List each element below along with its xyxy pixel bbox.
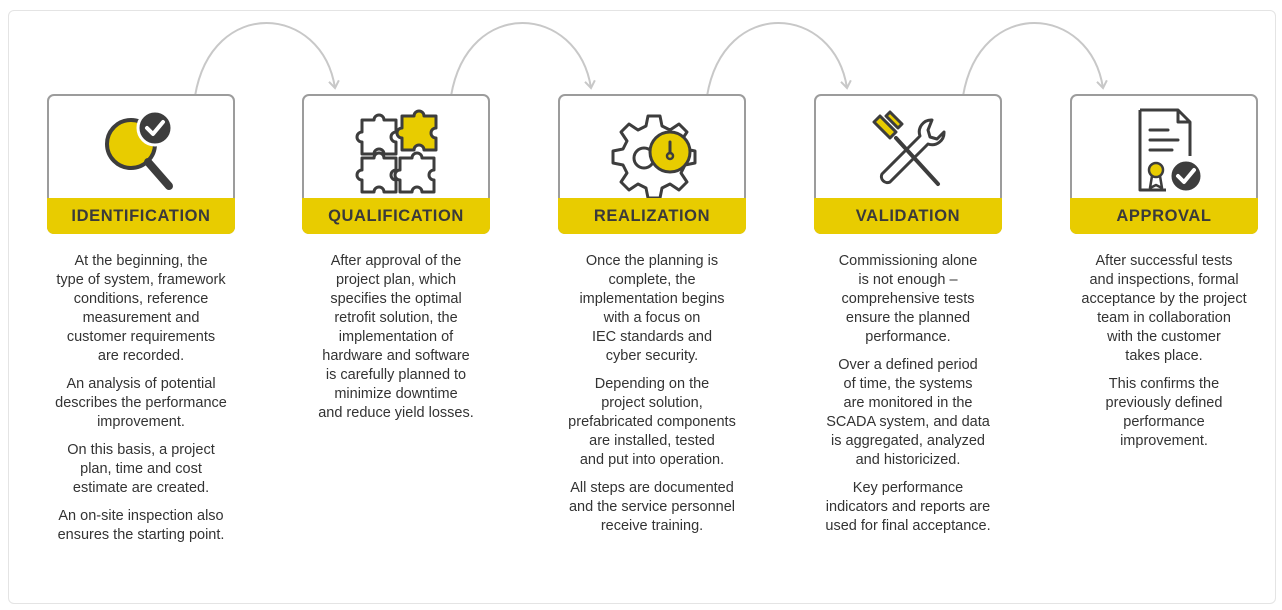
line: IEC standards and xyxy=(591,329,713,345)
step-description: Once the planning is complete, the imple… xyxy=(558,252,746,536)
paragraph: On this basis, a project plan, time and … xyxy=(47,441,235,498)
line: customer requirements xyxy=(66,329,216,345)
line: minimize downtime xyxy=(334,386,458,402)
line: An analysis of potential xyxy=(66,376,216,392)
line: Once the planning is xyxy=(585,253,719,269)
tools-icon xyxy=(872,110,946,186)
step-title: VALIDATION xyxy=(814,198,1002,234)
line: are installed, tested xyxy=(589,433,715,449)
line: and inspections, formal xyxy=(1089,272,1239,288)
line: comprehensive tests xyxy=(841,291,975,307)
line: After successful tests xyxy=(1095,253,1233,269)
line: improvement. xyxy=(97,414,185,430)
line: ensure the planned xyxy=(845,310,971,326)
line: ensures the starting point. xyxy=(57,527,225,543)
line: type of system, framework xyxy=(56,272,226,288)
line: describes the performance xyxy=(55,395,227,411)
step-description: At the beginning, the type of system, fr… xyxy=(47,252,235,545)
line: performance. xyxy=(865,329,951,345)
line: Key performance xyxy=(852,480,964,496)
line: and historicized. xyxy=(855,452,961,468)
paragraph: At the beginning, the type of system, fr… xyxy=(47,252,235,366)
line: plan, time and cost xyxy=(80,461,202,477)
line: with a focus on xyxy=(603,310,701,326)
gear-clock-icon xyxy=(611,114,697,200)
line: improvement. xyxy=(1120,433,1208,449)
certificate-check-icon xyxy=(1138,108,1204,194)
step-description: After successful tests and inspections, … xyxy=(1070,252,1258,451)
line: acceptance by the project xyxy=(1081,291,1247,307)
puzzle-icon xyxy=(355,109,438,194)
step-realization: REALIZATION Once the planning is complet… xyxy=(558,94,746,545)
step-card: VALIDATION xyxy=(814,94,1002,234)
paragraph: All steps are documented and the service… xyxy=(558,479,746,536)
step-card: REALIZATION xyxy=(558,94,746,234)
line: estimate are created. xyxy=(72,480,210,496)
step-qualification: QUALIFICATION After approval of the proj… xyxy=(302,94,490,432)
line: retrofit solution, the xyxy=(334,310,458,326)
line: indicators and reports are xyxy=(825,499,991,515)
step-validation: VALIDATION Commissioning alone is not en… xyxy=(814,94,1002,545)
line: with the customer xyxy=(1107,329,1221,345)
line: are monitored in the xyxy=(843,395,973,411)
line: An on-site inspection also xyxy=(58,508,224,524)
line: implementation begins xyxy=(579,291,725,307)
line: measurement and xyxy=(82,310,200,326)
step-card: IDENTIFICATION xyxy=(47,94,235,234)
paragraph: This confirms the previously defined per… xyxy=(1070,375,1258,451)
line: cyber security. xyxy=(605,348,699,364)
paragraph: Depending on the project solution, prefa… xyxy=(558,375,746,470)
line: complete, the xyxy=(608,272,696,288)
line: team in collaboration xyxy=(1097,310,1231,326)
line: implementation of xyxy=(338,329,454,345)
line: of time, the systems xyxy=(843,376,973,392)
line: and put into operation. xyxy=(579,452,725,468)
step-card: APPROVAL xyxy=(1070,94,1258,234)
line: On this basis, a project xyxy=(67,442,215,458)
line: conditions, reference xyxy=(73,291,209,307)
paragraph: An on-site inspection also ensures the s… xyxy=(47,507,235,545)
line: takes place. xyxy=(1125,348,1203,364)
line: project plan, which xyxy=(335,272,457,288)
step-card: QUALIFICATION xyxy=(302,94,490,234)
line: and the service personnel xyxy=(568,499,736,515)
line: are recorded. xyxy=(97,348,185,364)
paragraph: Once the planning is complete, the imple… xyxy=(558,252,746,366)
step-title: REALIZATION xyxy=(558,198,746,234)
line: and reduce yield losses. xyxy=(318,405,474,421)
step-title: QUALIFICATION xyxy=(302,198,490,234)
line: hardware and software xyxy=(322,348,470,364)
step-title: APPROVAL xyxy=(1070,198,1258,234)
step-identification: IDENTIFICATION At the beginning, the typ… xyxy=(47,94,235,554)
paragraph: An analysis of potential describes the p… xyxy=(47,375,235,432)
line: used for final acceptance. xyxy=(825,518,991,534)
line: prefabricated components xyxy=(568,414,736,430)
line: performance xyxy=(1123,414,1205,430)
line: After approval of the xyxy=(330,253,462,269)
line: Depending on the xyxy=(594,376,710,392)
line: All steps are documented xyxy=(570,480,734,496)
line: is carefully planned to xyxy=(325,367,467,383)
step-approval: APPROVAL After successful tests and insp… xyxy=(1070,94,1258,460)
paragraph: After approval of the project plan, whic… xyxy=(302,252,490,423)
paragraph: Commissioning alone is not enough – comp… xyxy=(814,252,1002,347)
line: is aggregated, analyzed xyxy=(831,433,985,449)
step-title: IDENTIFICATION xyxy=(47,198,235,234)
line: specifies the optimal xyxy=(330,291,462,307)
paragraph: Over a defined period of time, the syste… xyxy=(814,356,1002,470)
step-description: Commissioning alone is not enough – comp… xyxy=(814,252,1002,536)
line: This confirms the xyxy=(1108,376,1220,392)
line: At the beginning, the xyxy=(74,253,208,269)
magnifier-check-icon xyxy=(105,109,174,190)
paragraph: After successful tests and inspections, … xyxy=(1070,252,1258,366)
line: is not enough – xyxy=(858,272,958,288)
step-description: After approval of the project plan, whic… xyxy=(302,252,490,423)
line: previously defined xyxy=(1105,395,1223,411)
paragraph: Key performance indicators and reports a… xyxy=(814,479,1002,536)
line: Commissioning alone xyxy=(838,253,978,269)
line: receive training. xyxy=(600,518,704,534)
line: Over a defined period xyxy=(838,357,978,373)
line: SCADA system, and data xyxy=(826,414,990,430)
line: project solution, xyxy=(601,395,703,411)
